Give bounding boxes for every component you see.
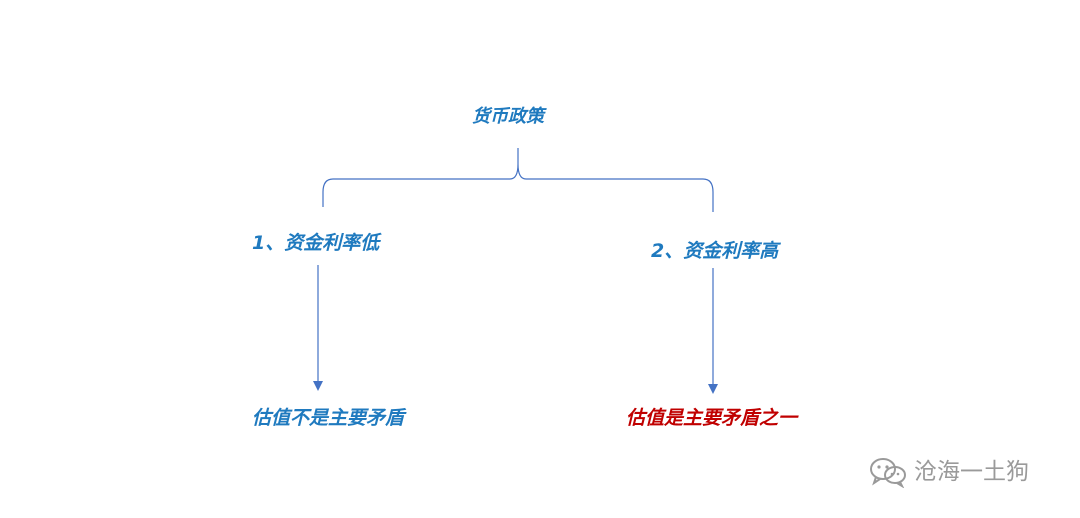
right-branch-label: 2、资金利率高 xyxy=(651,240,779,262)
root-brace xyxy=(322,148,714,212)
right-result-label: 估值是主要矛盾之一 xyxy=(626,407,798,429)
wechat-icon xyxy=(870,458,906,488)
root-node-label: 货币政策 xyxy=(472,106,544,127)
watermark: 沧海一土狗 xyxy=(868,455,1029,489)
left-result-label: 估值不是主要矛盾 xyxy=(252,407,405,429)
left-branch-label: 1、资金利率低 xyxy=(252,232,380,254)
watermark-text: 沧海一土狗 xyxy=(914,459,1029,485)
